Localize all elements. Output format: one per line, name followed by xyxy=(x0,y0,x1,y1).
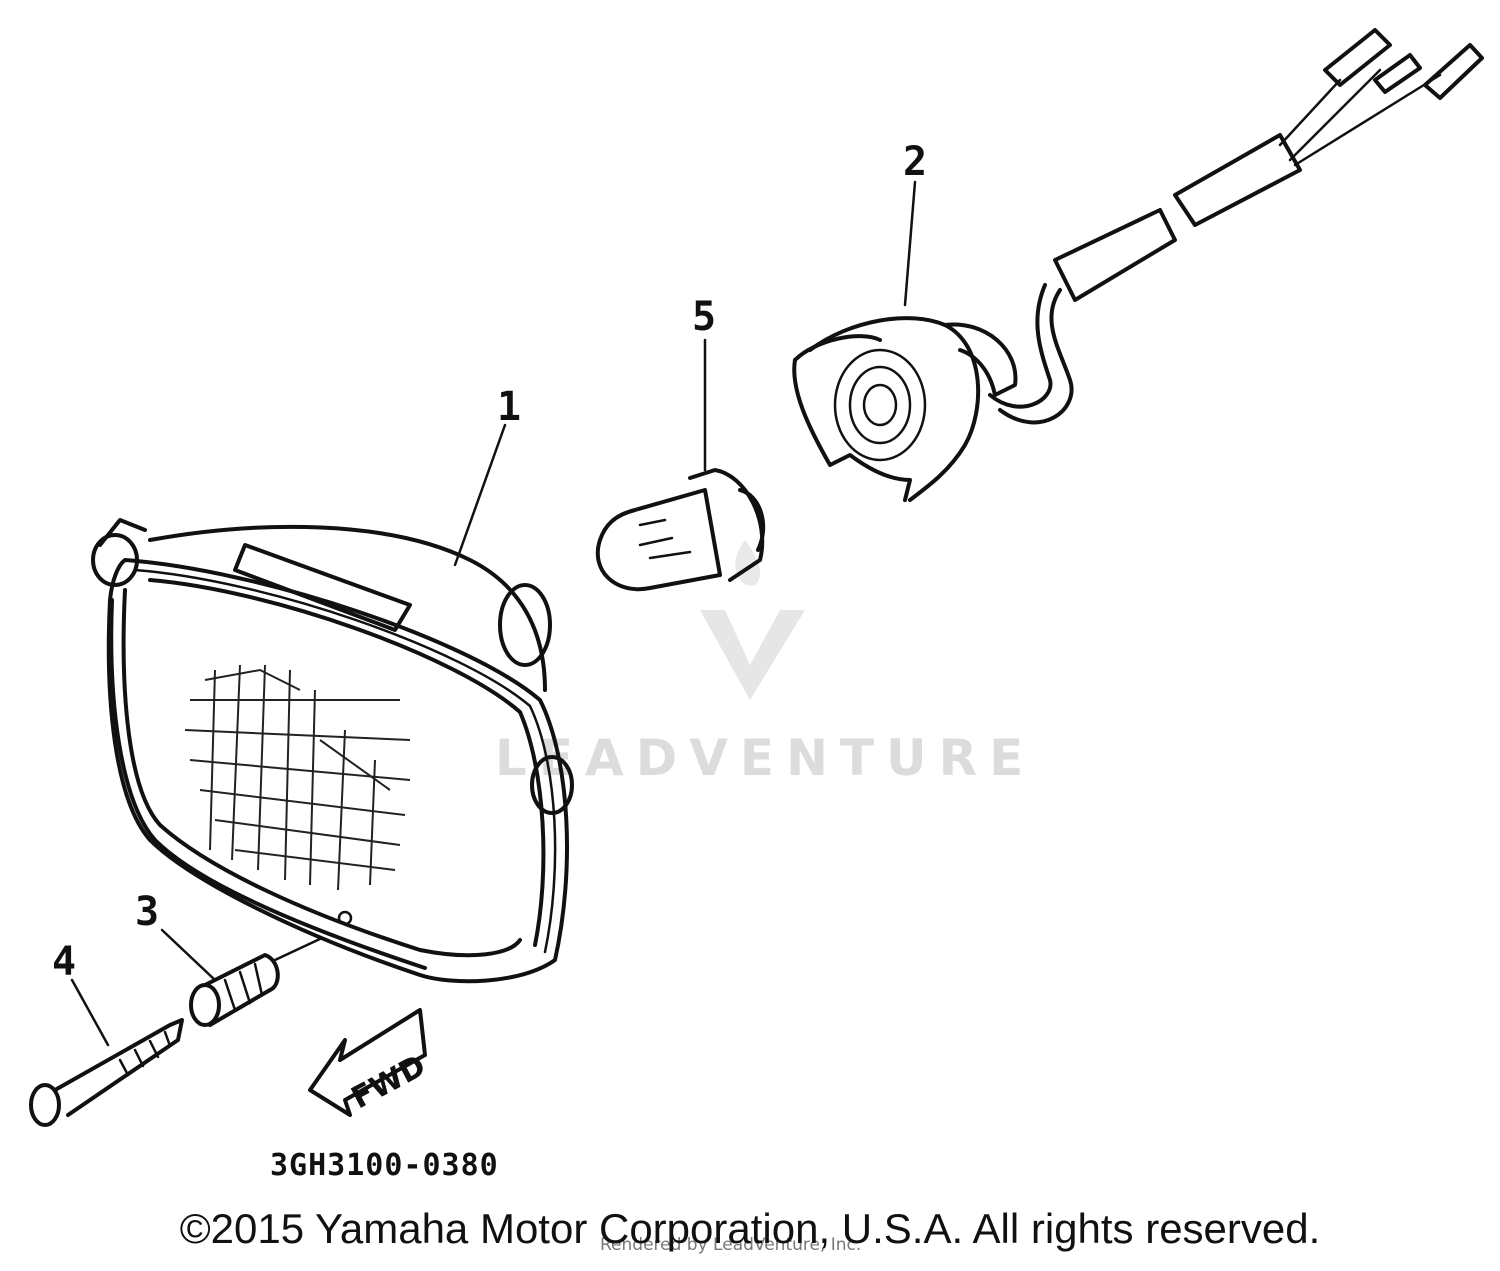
screw-part xyxy=(29,1018,184,1127)
watermark-brand: LEADVENTURE xyxy=(495,729,1035,787)
callout-4: 4 xyxy=(52,939,76,985)
callout-2: 2 xyxy=(903,139,927,185)
bulb-socket-assembly xyxy=(792,28,1484,502)
fwd-label: FWD xyxy=(346,1048,432,1116)
bulb-assembly xyxy=(595,468,766,592)
nut-part xyxy=(189,953,280,1027)
callout-3: 3 xyxy=(135,889,159,935)
rendered-by-text: Rendered by LeadVenture, Inc. xyxy=(600,1235,861,1255)
callout-5: 5 xyxy=(692,294,716,340)
fwd-arrow: FWD xyxy=(308,1008,432,1117)
lens-pattern xyxy=(184,664,411,891)
callout-1: 1 xyxy=(497,384,521,430)
copyright-notice: ©2015 Yamaha Motor Corporation, U.S.A. A… xyxy=(179,1205,1321,1252)
leadventure-watermark: LEADVENTURE xyxy=(495,540,1035,787)
part-code: 3GH3100-0380 xyxy=(270,1148,499,1183)
leader-lines xyxy=(70,180,917,1047)
headlight-assembly xyxy=(91,518,574,984)
